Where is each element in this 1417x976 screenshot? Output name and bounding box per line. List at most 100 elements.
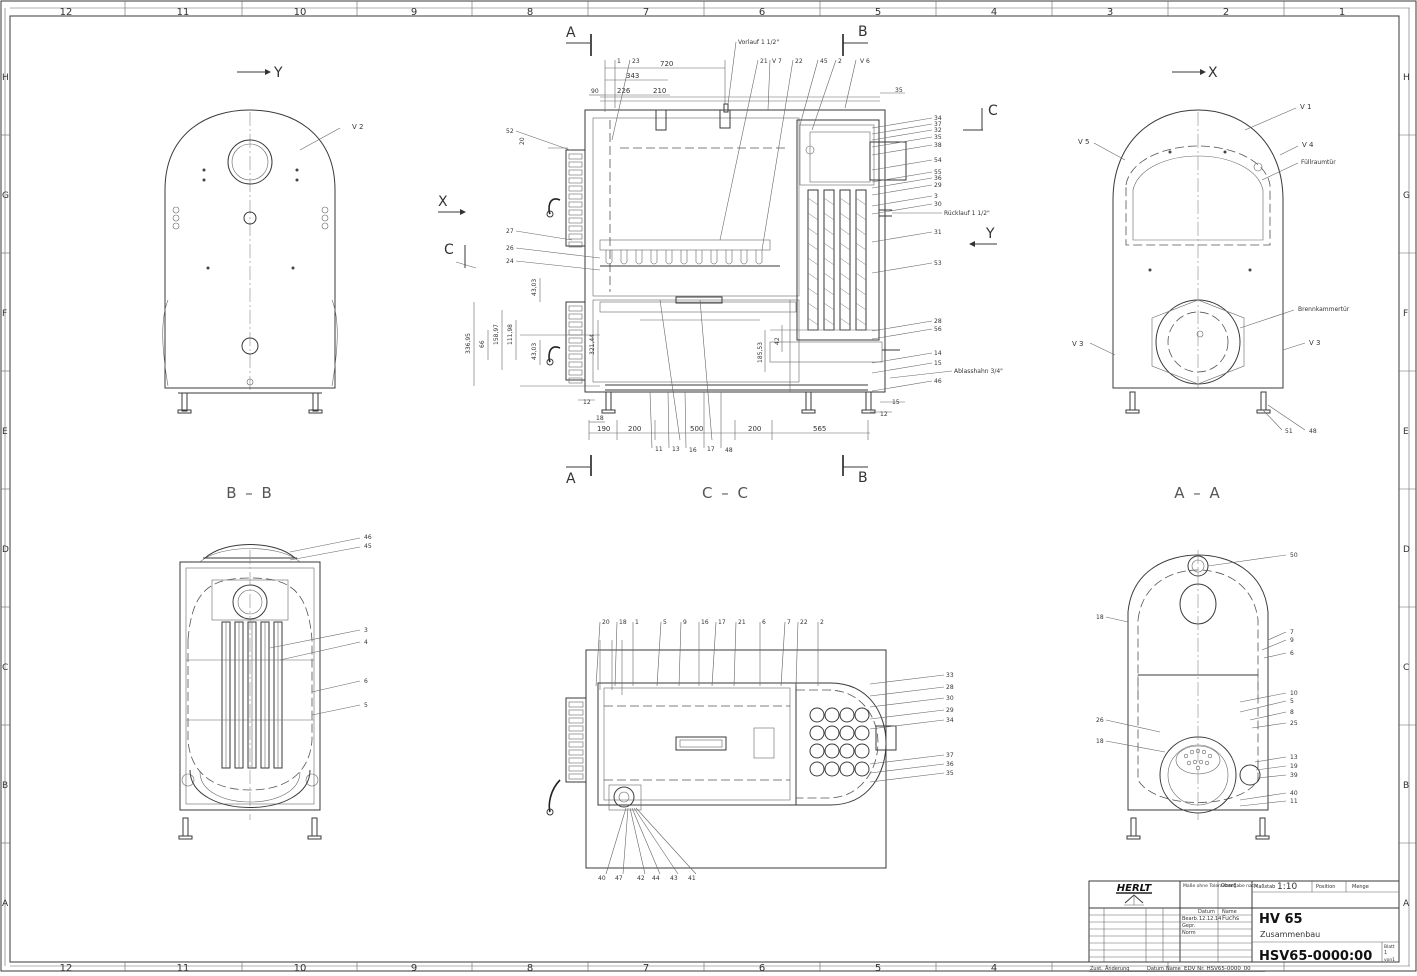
callout-label: V 3 bbox=[1072, 340, 1083, 348]
view-marker-x: X bbox=[438, 194, 448, 210]
callout-label: 13 bbox=[1290, 754, 1298, 761]
callout-label: 29 bbox=[934, 182, 942, 189]
row-label: G bbox=[2, 191, 9, 201]
row-label: H bbox=[1403, 73, 1410, 83]
section-mark-a: A bbox=[566, 471, 576, 487]
callout-label: V 5 bbox=[1078, 138, 1089, 146]
callout-label: 18 bbox=[1096, 738, 1104, 745]
col-label: 9 bbox=[411, 963, 417, 972]
callout-label: 29 bbox=[946, 707, 954, 714]
callout-label: 13 bbox=[672, 446, 680, 453]
col-label: 11 bbox=[177, 963, 190, 972]
view-marker-y: Y bbox=[985, 226, 995, 242]
callout-label: 48 bbox=[1309, 428, 1317, 435]
aenderung-label: Änderung bbox=[1105, 965, 1129, 972]
dimension: 90 bbox=[591, 88, 599, 95]
section-mark-a: A bbox=[566, 25, 576, 41]
callout-label: 16 bbox=[701, 619, 709, 626]
callout-label: 5 bbox=[364, 702, 368, 709]
callout-label: 14 bbox=[934, 350, 942, 357]
callout-label: 18 bbox=[619, 619, 627, 626]
bearb-name: Fuchs bbox=[1222, 915, 1239, 922]
row-label: G bbox=[1403, 191, 1410, 201]
row-labels-left: H G F E D C B A bbox=[2, 73, 9, 909]
callout-label: 10 bbox=[1290, 690, 1298, 697]
callout-label: 9 bbox=[1290, 637, 1294, 644]
callout-label: 26 bbox=[1096, 717, 1104, 724]
col-label: 4 bbox=[991, 963, 997, 972]
col-label: 4 bbox=[991, 7, 997, 18]
arrow-label-y: Y bbox=[273, 65, 283, 81]
callout-label: 45 bbox=[364, 543, 372, 550]
col-label: 10 bbox=[294, 7, 307, 18]
section-mark-c: C bbox=[988, 103, 998, 119]
view-section-bb: 46 45 3 4 6 5 bbox=[178, 534, 372, 840]
callout-label: 1 bbox=[635, 619, 639, 626]
column-labels-top: 12 11 10 9 8 7 6 5 4 3 2 1 bbox=[60, 7, 1346, 18]
callout-label: 38 bbox=[934, 142, 942, 149]
callout-label: 30 bbox=[934, 201, 942, 208]
callout-label: 39 bbox=[1290, 772, 1298, 779]
name-foot-label: Name bbox=[1166, 966, 1181, 972]
col-label: 1 bbox=[1339, 7, 1345, 18]
callout-label: 43 bbox=[670, 875, 678, 882]
row-label: C bbox=[2, 663, 8, 673]
row-label: B bbox=[2, 781, 8, 791]
callout-label: V 1 bbox=[1300, 103, 1311, 111]
dimension: 321,44 bbox=[589, 334, 596, 355]
callout-label: 46 bbox=[934, 378, 942, 385]
callout-label: 6 bbox=[364, 678, 368, 685]
row-label: E bbox=[2, 427, 8, 437]
callout-label: 32 bbox=[934, 127, 942, 134]
callout-label: 55 bbox=[934, 169, 942, 176]
row-label: H bbox=[2, 73, 9, 83]
dimension: 35 bbox=[895, 87, 903, 94]
dimension: 42 bbox=[774, 337, 781, 345]
callout-label: V 4 bbox=[1302, 141, 1314, 149]
callout-label: 17 bbox=[718, 619, 726, 626]
callout-label: V 2 bbox=[352, 123, 363, 131]
callout-label: 34 bbox=[946, 717, 954, 724]
callout-label: 30 bbox=[946, 695, 954, 702]
callout-label: 51 bbox=[1285, 428, 1293, 435]
col-label: 8 bbox=[527, 7, 533, 18]
callout-label: 40 bbox=[1290, 790, 1298, 797]
logo-text: HERLT bbox=[1117, 883, 1153, 894]
callout-label: 1 bbox=[617, 58, 621, 65]
callout-label: 22 bbox=[795, 58, 803, 65]
dimension: 226 bbox=[617, 87, 631, 95]
callout-label: 48 bbox=[725, 447, 733, 454]
callout-label: 11 bbox=[655, 446, 663, 453]
dimension: 720 bbox=[660, 60, 673, 68]
row-label: C bbox=[1403, 663, 1409, 673]
callout-label: 54 bbox=[934, 157, 942, 164]
callout-ruecklauf: Rücklauf 1 1/2" bbox=[944, 210, 990, 217]
callout-label: V 7 bbox=[772, 58, 782, 65]
row-label: D bbox=[2, 545, 9, 555]
callout-label: 18 bbox=[1096, 614, 1104, 621]
dimension: 343 bbox=[626, 72, 639, 80]
row-label: D bbox=[1403, 545, 1410, 555]
position-label: Position bbox=[1316, 884, 1335, 890]
callout-label: 56 bbox=[934, 326, 942, 333]
row-label: A bbox=[2, 899, 9, 909]
dimension: 111,98 bbox=[507, 324, 514, 345]
view-section-cc: A B A B C C X Y bbox=[438, 24, 1003, 487]
callout-label: 42 bbox=[637, 875, 645, 882]
sheet-number: 1 bbox=[1384, 950, 1387, 956]
callout-label: 20 bbox=[602, 619, 610, 626]
section-mark-b: B bbox=[858, 24, 868, 40]
bearb-label: Bearb. bbox=[1182, 916, 1199, 922]
dimension: 43,03 bbox=[531, 279, 538, 296]
section-label-cc: C – C bbox=[702, 484, 750, 502]
callout-label: 37 bbox=[946, 752, 954, 759]
drawing-title: HV 65 bbox=[1259, 912, 1303, 927]
dimension: 20 bbox=[519, 137, 526, 145]
callout-label: 3 bbox=[364, 627, 368, 634]
dimension: 200 bbox=[628, 425, 641, 433]
callout-label: 21 bbox=[738, 619, 746, 626]
